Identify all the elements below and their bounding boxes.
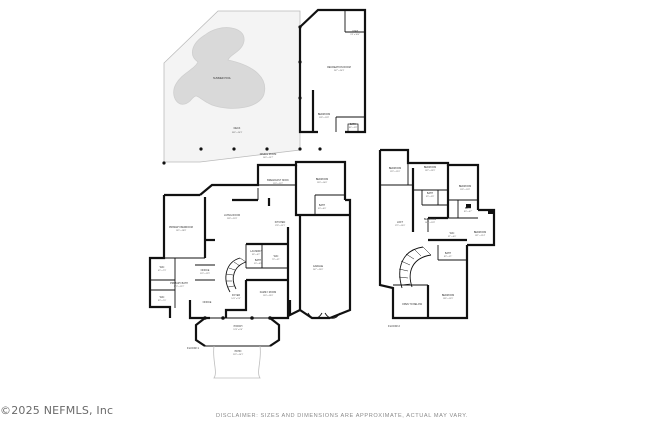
room-dim-foyer: 14'1" x 9'9": [231, 298, 241, 300]
room-label-bedroom-main: BEDROOM: [316, 178, 328, 181]
room-dim-bath-rec: 8'4" x 5'8": [349, 127, 358, 129]
room-dim-patio: 21'3" x 14'1": [233, 354, 244, 356]
room-dim-wic-a: 6'5" x 7'3": [158, 270, 167, 272]
room-dim-recreation: 20'7" x 24'3": [334, 70, 345, 72]
room-label-primary-bath: PRIMARY BATH: [170, 282, 188, 285]
room-dim-garage: 24'7" x 23'6": [313, 269, 324, 271]
room-dim-wic-2: 5'1" x 6'0": [448, 236, 457, 238]
room-dim-bath-k: 9'0" x 6'0": [318, 208, 327, 210]
room-label-wic-2: WIC: [450, 232, 455, 235]
room-label-office2: OFFICE: [203, 301, 212, 304]
room-label-bedroom-5: BEDROOM: [424, 218, 436, 221]
room-dim-bedroom-3: 11'8" x 11'8": [460, 189, 470, 191]
disclaimer-text: DISCLAIMER: SIZES AND DIMENSIONS ARE APP…: [216, 413, 469, 419]
room-dim-bedroom-5: 14'3" x 11'8": [425, 222, 436, 224]
floor-1-plan: SUMMER POOL DECK 39'4" x 26'3" LOFT 9'3"…: [148, 8, 367, 379]
room-label-bedroom-4: BEDROOM: [474, 231, 486, 234]
room-dim-bedroom-2: 13'2" x 13'9": [425, 170, 436, 172]
floor-2-room-labels: BEDROOM 12'3" x 12'0" BEDROOM 13'2" x 13…: [388, 166, 486, 328]
room-label-bedroom-3: BEDROOM: [459, 185, 471, 188]
room-label-bedroom-6: BEDROOM: [442, 294, 454, 297]
room-label-living: LIVING ROOM: [224, 214, 240, 217]
room-label-bath-c: BATH: [445, 252, 451, 255]
room-label-patio: PATIO: [235, 350, 242, 353]
spiral-staircase: [225, 257, 247, 293]
room-label-wic-a: WIC: [160, 266, 165, 269]
room-label-family: FAMILY ROOM: [260, 291, 276, 294]
room-dim-office: 11'3" x 12'5": [200, 273, 211, 275]
floor-2-plan: BEDROOM 12'3" x 12'0" BEDROOM 13'2" x 13…: [378, 148, 496, 328]
room-label-bath-1: BATH: [255, 259, 261, 262]
room-label-deck: DECK: [234, 127, 241, 130]
room-dim-wic-b: 8'3" x 7'0": [158, 300, 167, 302]
room-label-primary-bed: PRIMARY BEDROOM: [169, 226, 193, 229]
room-label-breakfast: BREAKFAST NOOK: [267, 179, 289, 182]
room-dim-porch: 12'8" x 6'6": [233, 329, 243, 331]
floor-2-staircase: [399, 246, 432, 289]
patio-outline: [213, 345, 261, 379]
room-dim-deck: 39'4" x 26'3": [232, 132, 243, 134]
floor-2-walls: [378, 148, 496, 320]
room-label-bath-k: BATH: [319, 204, 325, 207]
room-dim-primary-bed: 19'5" x 18'8": [176, 230, 187, 232]
pool-shape: [173, 27, 266, 109]
room-label-garage: GARAGE: [313, 265, 324, 268]
room-dim-bath-c: 8'3" x 5'1": [444, 256, 453, 258]
room-dim-bedroom-1: 12'3" x 12'0": [390, 171, 401, 173]
room-label-bedroom-1: BEDROOM: [389, 167, 401, 170]
room-label-bath-rec: BATH: [350, 123, 356, 126]
recreation-wing-walls: [298, 8, 367, 134]
room-label-bedroom-2: BEDROOM: [424, 166, 436, 169]
room-dim-bedroom-4: 13'1" x 12'4": [475, 235, 486, 237]
floor-1-room-labels: SUMMER POOL DECK 39'4" x 26'3" LOFT 9'3"…: [158, 30, 360, 356]
room-dim-laundry: 9'6" x 6'2": [252, 254, 261, 256]
room-dim-bath-a: 9'9" x 5'8": [426, 196, 435, 198]
room-dim-family: 15'0" x 13'0": [263, 295, 274, 297]
floor-1-label: FLOOR 1: [187, 346, 199, 350]
room-dim-bedroom-main: 15'0" x 14'6": [317, 182, 328, 184]
room-dim-wic: 7'3" x 5'1": [272, 259, 281, 261]
room-label-open-below: OPEN TO BELOW: [402, 303, 423, 306]
room-dim-loft-2: 17'5" x 19'0": [395, 225, 406, 227]
room-label-kitchen: KITCHEN: [275, 221, 286, 224]
room-label-summer-pool: SUMMER POOL: [213, 77, 232, 80]
room-label-dining: DINING ROOM: [260, 153, 276, 156]
stair-treads: [225, 257, 247, 288]
room-label-bath-b: BATH: [465, 207, 471, 210]
room-dim-breakfast: 11'0" x 11'2": [273, 183, 283, 185]
floor-2-stair-treads: [398, 246, 432, 286]
room-dim-dining: 14'0" x 13'7": [263, 157, 274, 159]
room-label-wic: WIC: [274, 255, 279, 258]
room-dim-kitchen: 17'8" x 15'1": [275, 225, 286, 227]
room-label-loft-2: LOFT: [397, 221, 404, 224]
front-porch: [194, 316, 281, 347]
room-dim-loft: 9'3" x 10'0": [350, 34, 360, 36]
main-house-walls: [148, 160, 352, 320]
copyright-notice: ©2025 NEFMLS, Inc: [0, 404, 114, 417]
garage-bay-windows: [307, 312, 341, 319]
room-label-bath-a: BATH: [427, 192, 433, 195]
room-label-laundry: LAUNDRY: [250, 250, 262, 253]
room-label-bedroom-rec: BEDROOM: [318, 113, 330, 116]
room-dim-bedroom-6: 13'6" x 15'9": [443, 298, 454, 300]
floor-2-label: FLOOR 2: [388, 324, 400, 328]
room-label-recreation: RECREATION ROOM: [327, 66, 351, 69]
room-label-loft: LOFT: [352, 30, 359, 33]
room-label-office: OFFICE: [201, 269, 210, 272]
room-dim-bedroom-rec: 11'8" x 11'8": [319, 117, 329, 119]
room-dim-bath-1: 5'0" x 6'2": [254, 263, 263, 265]
room-label-wic-b: WIC: [160, 296, 165, 299]
room-dim-primary-bath: 17'3" x 12'2": [174, 286, 185, 288]
room-label-foyer: FOYER: [232, 294, 241, 297]
room-label-porch: PORCH: [234, 325, 243, 328]
room-dim-bath-b: 8'0" x 6'7": [464, 211, 473, 213]
room-dim-living: 25'8" x 21'8": [227, 218, 238, 220]
